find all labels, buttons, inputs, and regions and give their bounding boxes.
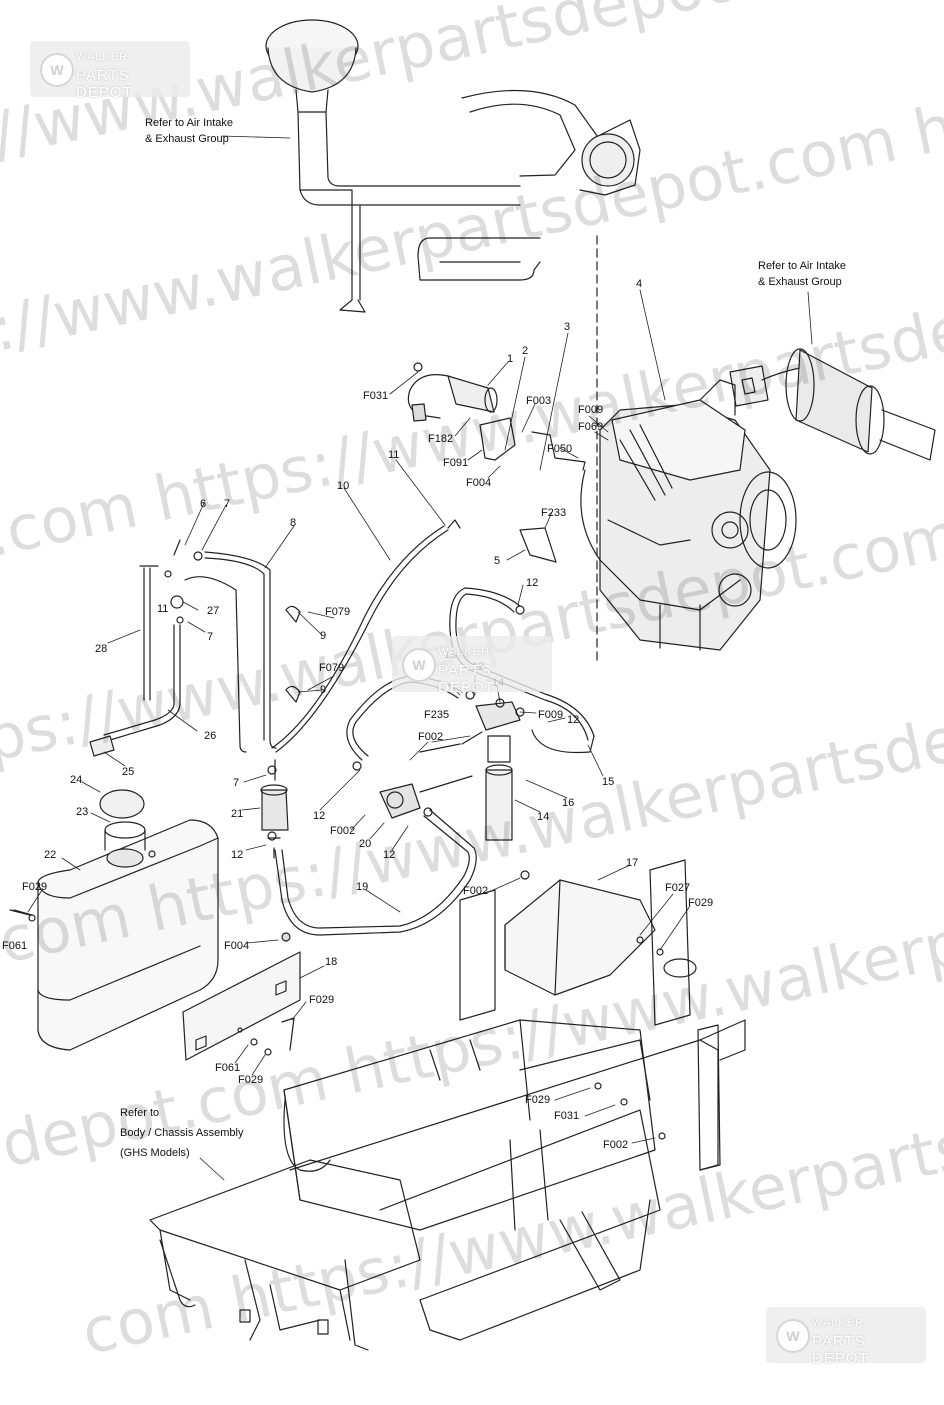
callout-label: F182 [428,433,453,445]
callout-label: F069 [578,421,603,433]
callout-label: F029 [238,1074,263,1086]
callout-label: F235 [424,709,449,721]
callout-label: 28 [95,643,107,655]
callout-label: F002 [418,731,443,743]
callout-label: F002 [463,885,488,897]
callout-label: 14 [537,811,549,823]
cover-plate-art [182,951,301,1061]
ref-air-intake-right-line2: & Exhaust Group [758,276,842,288]
callout-label: 26 [204,730,216,742]
callout-label: F002 [603,1139,628,1151]
callout-label: 19 [356,881,368,893]
callout-label: F061 [2,940,27,952]
air-intake-right-art [729,348,936,461]
callout-label: 24 [70,774,82,786]
callout-label: 15 [602,776,614,788]
battery-box-art [504,879,656,996]
callout-label: 12 [383,849,395,861]
callout-label: 11 [388,449,399,461]
badge-line1: WALKER [812,1317,865,1329]
ref-air-intake-right-line1: Refer to Air Intake [758,260,846,272]
callout-label: F029 [22,881,47,893]
watermark-badge-top: WALKER PARTS DEPOT [30,41,190,101]
callout-label: F003 [526,395,551,407]
badge-line2: PARTS DEPOT [76,67,133,101]
callout-label: 7 [224,498,230,510]
callout-label: F029 [688,897,713,909]
callout-label: 27 [207,605,219,617]
callout-label: 18 [325,956,337,968]
ref-air-intake-top-line2: & Exhaust Group [145,133,229,145]
callout-label: F029 [309,994,334,1006]
callout-label: 6 [200,498,206,510]
callout-label: 3 [564,321,570,333]
callout-label: 11 [157,603,168,615]
callout-label: F027 [665,882,690,894]
callout-label: 8 [290,517,296,529]
callout-label: F079 [319,662,344,674]
walker-logo-icon [40,53,74,87]
callout-label: 22 [44,849,56,861]
callout-label: F009 [578,404,603,416]
callout-label: 12 [231,849,243,861]
callout-label: 7 [233,777,239,789]
walker-logo-icon [402,648,436,682]
callout-label: 9 [320,684,326,696]
callout-label: 21 [231,808,243,820]
callout-label: 4 [636,278,642,290]
callout-label: 9 [320,630,326,642]
callout-label: 7 [207,631,213,643]
solenoid-art [407,362,586,563]
callout-label: 12 [526,577,538,589]
callout-label: 2 [522,345,528,357]
badge-line1: WALKER [438,646,491,658]
line-art [9,19,936,1351]
leader-lines [27,135,813,1181]
callout-label: F079 [325,606,350,618]
callout-label: 10 [337,480,349,492]
callout-label: 16 [562,797,574,809]
callout-label: F233 [541,507,566,519]
filters-pump-art [260,701,521,841]
callout-label: F050 [547,443,572,455]
engine-art [580,379,797,651]
callout-label: 20 [359,838,371,850]
callout-label: F002 [330,825,355,837]
badge-line1: WALKER [76,51,129,63]
callout-label: 5 [494,555,500,567]
walker-logo-icon [776,1319,810,1353]
callout-label: 12 [313,810,325,822]
callout-label: F009 [538,709,563,721]
callout-label: 12 [567,714,579,726]
ref-chassis-line1: Refer to [120,1107,159,1119]
air-intake-top-art [265,19,641,313]
badge-line2: PARTS DEPOT [438,662,495,696]
watermark-badge-bottom: WALKER PARTS DEPOT [766,1307,926,1367]
badge-line2: PARTS DEPOT [812,1333,869,1367]
fasteners [9,551,666,1140]
ref-chassis-line3: (GHS Models) [120,1147,190,1159]
callout-label: F031 [363,390,388,402]
callout-labels: F0311234F182F091F003F009F069F050F0041110… [2,278,713,1151]
callout-label: 23 [76,806,88,818]
watermark-badge-middle: WALKER PARTS DEPOT [392,636,552,696]
ref-air-intake-top-line1: Refer to Air Intake [145,117,233,129]
chassis-art [149,859,746,1351]
callout-label: 25 [122,766,134,778]
callout-label: F004 [466,477,491,489]
reference-notes: Refer to Air Intake & Exhaust Group Refe… [120,117,846,1159]
callout-label: 17 [626,857,638,869]
fuel-lines-left-art [89,519,461,757]
fuel-tank-art [13,789,219,1051]
ref-chassis-line2: Body / Chassis Assembly [120,1127,244,1139]
callout-label: F091 [443,457,468,469]
callout-label: F004 [224,940,249,952]
callout-label: 1 [507,353,513,365]
callout-label: F061 [215,1062,240,1074]
callout-label: F031 [554,1110,579,1122]
callout-label: F029 [525,1094,550,1106]
